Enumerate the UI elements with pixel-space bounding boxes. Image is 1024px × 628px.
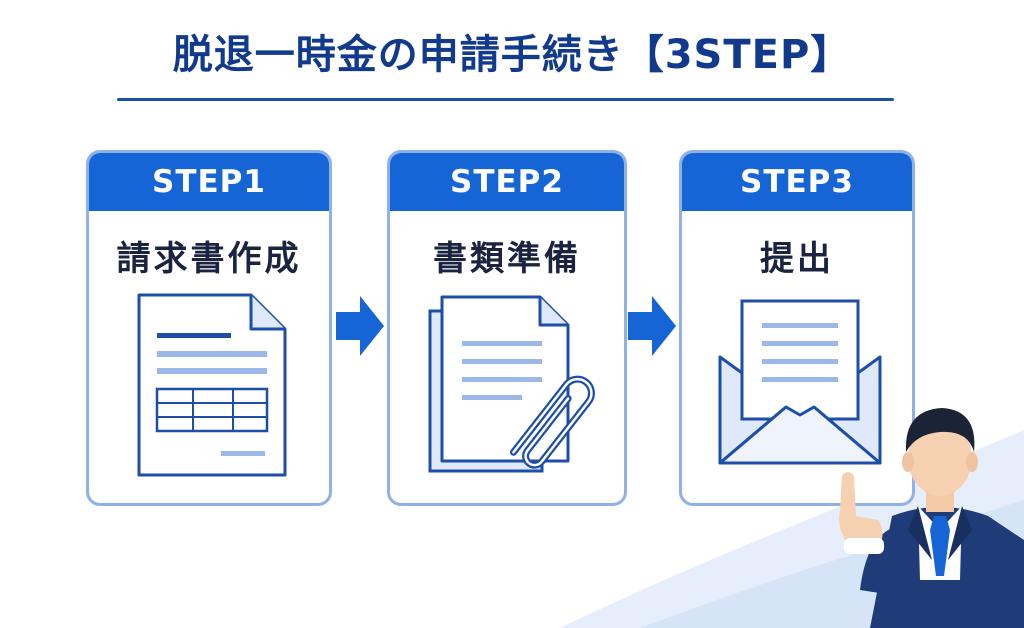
- step-header: STEP2: [390, 153, 624, 211]
- step-card-1: STEP1 請求書作成: [86, 150, 332, 506]
- businessman-pointing-illustration: [839, 408, 1024, 628]
- step-card-2: STEP2 書類準備: [387, 150, 627, 506]
- invoice-form-icon: [137, 293, 287, 477]
- arrow-right-icon: [628, 296, 676, 356]
- title-underline: [117, 98, 894, 101]
- step-card-3: STEP3 提出: [679, 150, 915, 506]
- envelope-letter-icon: [718, 299, 882, 465]
- step-label: 提出: [760, 239, 834, 279]
- step-header: STEP3: [682, 153, 912, 211]
- page-title: 脱退一時金の申請手続き【3STEP】: [172, 32, 852, 78]
- arrow-right-icon: [336, 296, 384, 356]
- step-label: 書類準備: [433, 239, 581, 279]
- step-header: STEP1: [89, 153, 329, 211]
- step-label: 請求書作成: [116, 239, 302, 279]
- documents-paperclip-icon: [428, 295, 595, 473]
